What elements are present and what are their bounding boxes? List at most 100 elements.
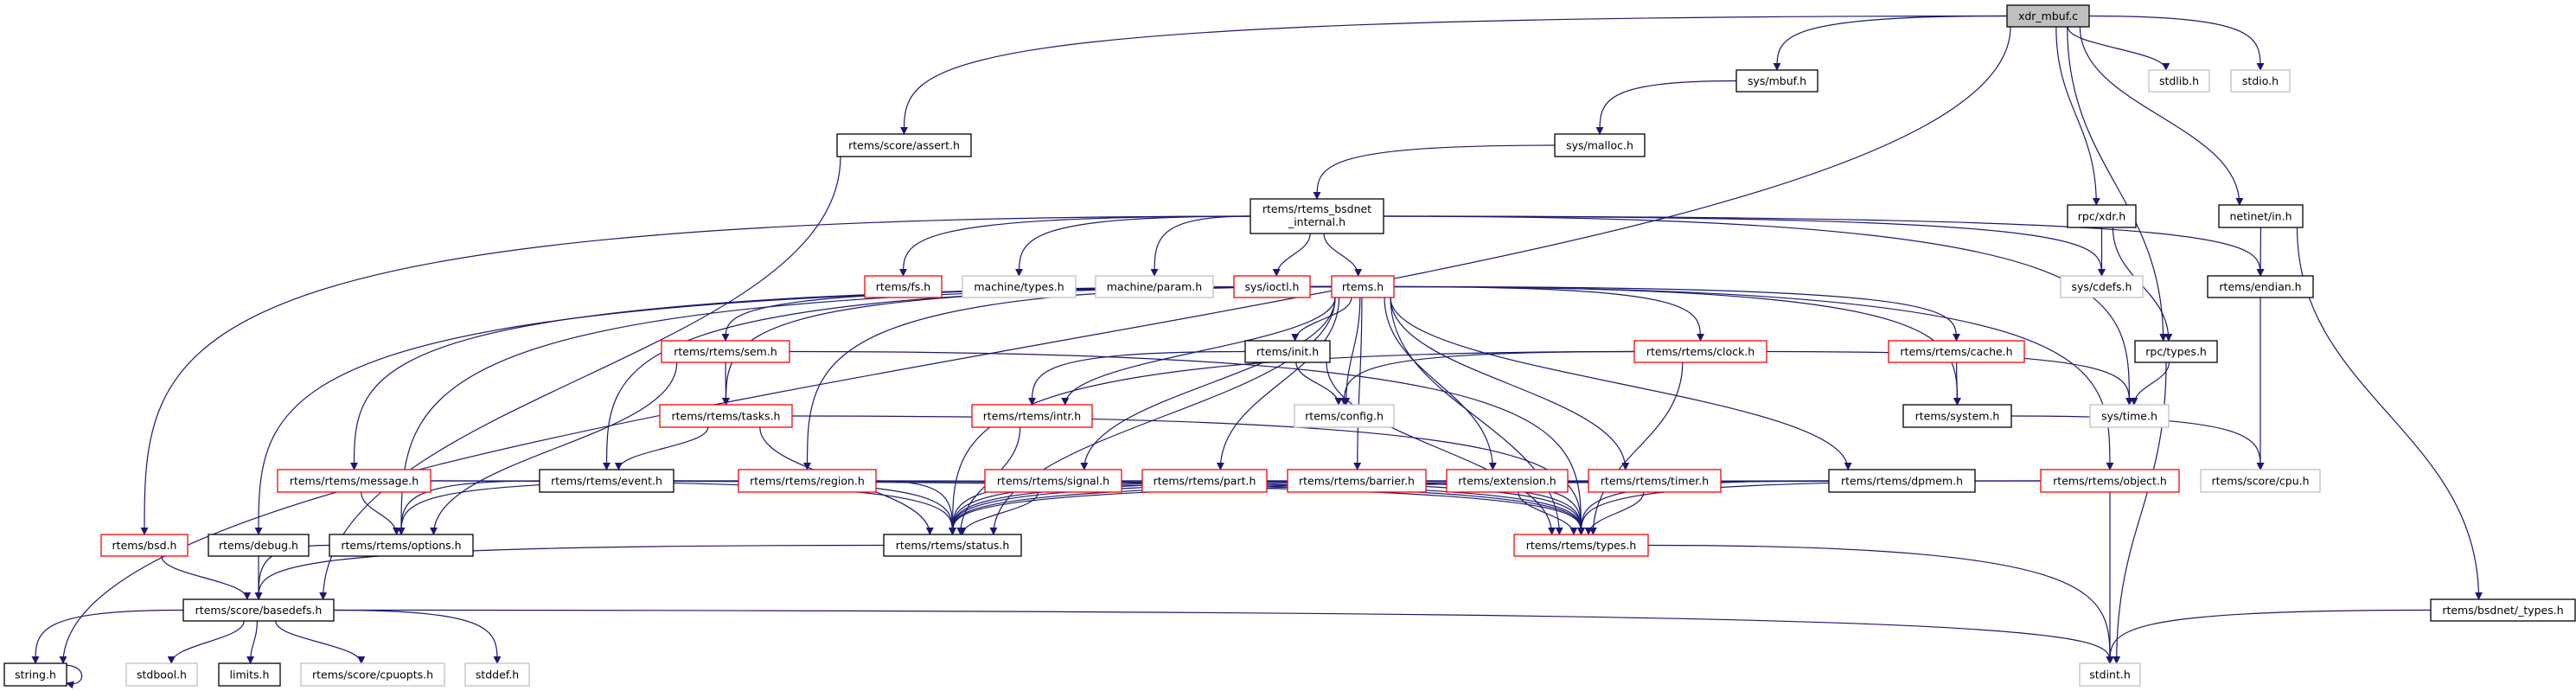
node-signal[interactable]: rtems/rtems/signal.h — [984, 469, 1122, 493]
node-cpu[interactable]: rtems/score/cpu.h — [2200, 469, 2321, 493]
edge-bsdnet_internal-to-fs — [899, 215, 1251, 277]
node-bsdnet-types[interactable]: rtems/bsdnet/_types.h — [2430, 598, 2576, 622]
node-label: limits.h — [230, 669, 270, 681]
node-label: rtems/rtems/signal.h — [997, 475, 1109, 488]
node-tasks[interactable]: rtems/rtems/tasks.h — [659, 404, 793, 428]
node-box — [864, 275, 943, 298]
node-label: machine/types.h — [974, 280, 1064, 293]
node-label: rtems/rtems/sem.h — [674, 345, 777, 358]
node-assert[interactable]: rtems/score/assert.h — [836, 133, 972, 157]
node-label: rtems/score/basedefs.h — [195, 604, 323, 617]
node-box — [2218, 204, 2304, 228]
node-label: sys/malloc.h — [1566, 139, 1633, 152]
node-box — [182, 598, 335, 622]
node-xdr-mbuf-c[interactable]: xdr_mbuf.c — [2006, 4, 2090, 28]
node-timer[interactable]: rtems/rtems/timer.h — [1588, 469, 1722, 493]
node-stdlib[interactable]: stdlib.h — [2148, 69, 2210, 93]
edge-xdr_mbuf_c-to-assert — [900, 15, 2008, 135]
edge-rpc_types-to-sys_time — [2130, 361, 2170, 406]
edge-bsdnet_internal-to-endian — [1383, 215, 2265, 277]
node-label: xdr_mbuf.c — [2018, 10, 2078, 22]
node-event[interactable]: rtems/rtems/event.h — [539, 469, 674, 493]
node-stdbool[interactable]: stdbool.h — [125, 662, 198, 687]
node-limits[interactable]: limits.h — [218, 662, 281, 687]
edge-sem-to-options — [430, 361, 678, 535]
node-clock[interactable]: rtems/rtems/clock.h — [1633, 340, 1767, 363]
node-box — [2067, 204, 2137, 228]
node-sys-time[interactable]: sys/time.h — [2089, 404, 2170, 428]
edge-rtems_h-to-region — [803, 285, 1333, 470]
node-part[interactable]: rtems/rtems/part.h — [1141, 469, 1268, 493]
node-status[interactable]: rtems/rtems/status.h — [883, 534, 1022, 557]
node-stdint[interactable]: stdint.h — [2079, 662, 2141, 687]
edge-bsdnet_internal-to-rtems_h — [1323, 233, 1363, 277]
edge-extension-to-types — [1518, 491, 1578, 535]
node-dpmem[interactable]: rtems/rtems/dpmem.h — [1828, 469, 1976, 493]
edge-message-to-options — [361, 491, 401, 535]
node-sem[interactable]: rtems/rtems/sem.h — [661, 340, 790, 363]
node-malloc[interactable]: sys/malloc.h — [1554, 133, 1646, 157]
node-object[interactable]: rtems/rtems/object.h — [2040, 469, 2180, 493]
edge-basedefs-to-cpuopts — [275, 620, 366, 664]
nodes-layer: xdr_mbuf.c sys/mbuf.h stdlib.h stdio.h rtems… — [3, 4, 2576, 687]
node-system[interactable]: rtems/system.h — [1902, 404, 2012, 428]
node-cdefs[interactable]: sys/cdefs.h — [2060, 275, 2144, 298]
node-box — [1828, 469, 1976, 493]
node-string[interactable]: string.h — [3, 662, 67, 687]
node-machine-types[interactable]: machine/types.h — [962, 275, 1077, 298]
node-endian[interactable]: rtems/endian.h — [2207, 275, 2314, 298]
node-stddef[interactable]: stddef.h — [464, 662, 530, 687]
node-label: stdlib.h — [2159, 74, 2199, 87]
node-box — [100, 534, 189, 557]
edge-rtems_h-to-part — [1216, 297, 1340, 470]
node-bsdnet-internal[interactable]: rtems/rtems_bsdnet_internal.h — [1250, 198, 1384, 234]
node-intr[interactable]: rtems/rtems/intr.h — [971, 404, 1093, 428]
node-label: rtems/rtems/barrier.h — [1299, 475, 1415, 488]
node-box — [661, 340, 790, 363]
edge-malloc-to-bsdnet_internal — [1313, 144, 1556, 200]
node-types[interactable]: rtems/rtems/types.h — [1513, 534, 1649, 557]
edge-basedefs-to-limits — [246, 620, 259, 664]
node-bsd[interactable]: rtems/bsd.h — [100, 534, 189, 557]
node-rpc-types[interactable]: rpc/types.h — [2134, 340, 2218, 363]
node-cpuopts[interactable]: rtems/score/cpuopts.h — [300, 662, 445, 687]
node-label: sys/ioctl.h — [1245, 280, 1300, 293]
node-label: rtems/rtems/cache.h — [1900, 345, 2012, 358]
node-label: rtems/endian.h — [2219, 280, 2301, 293]
edge-xdr_mbuf_c-to-netinet_in — [2079, 26, 2244, 206]
edge-types-to-stdint — [1647, 544, 2114, 664]
node-init[interactable]: rtems/init.h — [1244, 340, 1331, 363]
node-machine-param[interactable]: machine/param.h — [1095, 275, 1214, 298]
node-region[interactable]: rtems/rtems/region.h — [738, 469, 877, 493]
node-config[interactable]: rtems/config.h — [1294, 404, 1395, 428]
node-sys-mbuf[interactable]: sys/mbuf.h — [1735, 69, 1819, 93]
node-label: rtems/rtems/message.h — [290, 475, 419, 488]
node-rtems-h[interactable]: rtems.h — [1331, 275, 1395, 298]
node-box — [1588, 469, 1722, 493]
node-box — [1633, 340, 1767, 363]
edge-init-to-intr — [1028, 350, 1246, 406]
node-label: rtems/score/cpuopts.h — [312, 669, 433, 681]
edge-clock-to-status — [949, 350, 1635, 535]
node-ioctl[interactable]: sys/ioctl.h — [1233, 275, 1311, 298]
node-options[interactable]: rtems/rtems/options.h — [329, 534, 474, 557]
node-label: rtems/rtems/object.h — [2053, 475, 2167, 488]
node-label: machine/param.h — [1107, 280, 1202, 293]
node-extension[interactable]: rtems/extension.h — [1446, 469, 1569, 493]
node-basedefs[interactable]: rtems/score/basedefs.h — [182, 598, 335, 622]
node-barrier[interactable]: rtems/rtems/barrier.h — [1287, 469, 1427, 493]
edge-rtems_h-to-debug — [254, 285, 1333, 535]
node-debug[interactable]: rtems/debug.h — [208, 534, 310, 557]
node-label: rtems.h — [1342, 280, 1384, 293]
node-box — [1513, 534, 1649, 557]
node-box — [1446, 469, 1569, 493]
node-box — [329, 534, 474, 557]
node-cache[interactable]: rtems/rtems/cache.h — [1888, 340, 2025, 363]
node-rpc-xdr[interactable]: rpc/xdr.h — [2067, 204, 2137, 228]
node-stdio[interactable]: stdio.h — [2230, 69, 2291, 93]
node-fs[interactable]: rtems/fs.h — [864, 275, 943, 298]
edge-init-to-config — [1295, 361, 1343, 406]
node-netinet-in[interactable]: netinet/in.h — [2218, 204, 2304, 228]
node-message[interactable]: rtems/rtems/message.h — [277, 469, 431, 493]
node-box — [2230, 69, 2291, 93]
